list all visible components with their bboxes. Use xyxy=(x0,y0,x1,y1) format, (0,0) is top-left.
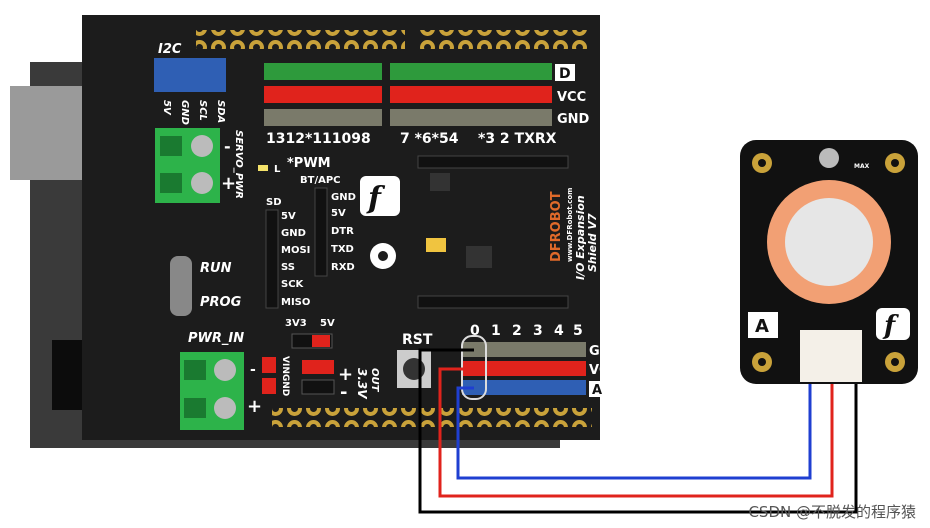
bt-apc-label: BT/APC xyxy=(300,175,341,186)
bt-pin-rxd: RXD xyxy=(331,262,355,273)
sd-pin-5v: 5V xyxy=(281,211,296,222)
analog-num-5: 5 xyxy=(573,323,583,339)
sensor-logo-box xyxy=(876,308,910,340)
sensor-max-label: MAX xyxy=(854,163,870,170)
header-row-top xyxy=(417,155,569,169)
top-gold-header-left xyxy=(196,30,405,49)
digital-header-d xyxy=(264,63,552,126)
chip xyxy=(430,173,450,191)
sensor-a-box xyxy=(748,312,778,338)
potentiometer xyxy=(819,148,839,168)
i2c-pin-sda: SDA xyxy=(215,100,226,123)
sd-label: SD xyxy=(266,197,282,208)
servo-power-terminal xyxy=(155,128,220,203)
bottom-gold-header xyxy=(272,408,592,427)
crystal xyxy=(426,238,446,252)
analog-num-2: 2 xyxy=(512,323,522,339)
analog-vcc-label: VCC xyxy=(589,363,618,378)
servo-pwr-label: SERVO_PWR xyxy=(233,130,244,199)
sensor-a-label: A xyxy=(755,316,769,337)
i2c-label: I2C xyxy=(158,42,182,57)
pwm-label: *PWM xyxy=(287,156,331,171)
digital-pin-numbers-1: 1312*111098 xyxy=(266,131,371,147)
d-label-box xyxy=(555,64,575,81)
analog-num-0: 0 xyxy=(470,323,480,339)
gas-sensor-module xyxy=(740,140,918,384)
analog-a-label: A xyxy=(592,383,602,398)
header-vcc-label: VCC xyxy=(557,90,586,105)
svg-text:-: - xyxy=(224,137,231,156)
digital-pin-numbers-3: *3 2 TXRX xyxy=(478,131,557,147)
sensor-head xyxy=(785,198,873,286)
i2c-header xyxy=(154,58,226,92)
3v3-label: 3V3 xyxy=(285,318,307,329)
svg-text:+: + xyxy=(338,364,353,385)
out-label: OUT xyxy=(369,368,380,393)
sd-pin-gnd: GND xyxy=(281,228,306,239)
svg-text:+: + xyxy=(247,396,262,417)
header-gnd-label: GND xyxy=(557,112,590,127)
sensor-logo: f xyxy=(882,311,899,341)
product-label: I/O Expansion xyxy=(574,195,587,280)
i2c-pin-5v: 5V xyxy=(161,100,172,116)
prog-label: PROG xyxy=(200,295,242,310)
led-l-label: L xyxy=(274,164,281,175)
run-label: RUN xyxy=(200,261,232,276)
rst-label: RST xyxy=(402,332,433,348)
brand-url: www.DFRobot.com xyxy=(566,188,574,262)
svg-text:-: - xyxy=(340,382,347,403)
sd-pin-sck: SCK xyxy=(281,279,305,290)
pwr-in-label: PWR_IN xyxy=(188,331,244,346)
sensor-connector xyxy=(800,330,862,382)
sd-pin-mosi: MOSI xyxy=(281,245,310,256)
pwr-in-terminal xyxy=(180,352,244,430)
analog-num-1: 1 xyxy=(491,323,501,339)
bt-pin-5v: 5V xyxy=(331,208,346,219)
bt-pin-dtr: DTR xyxy=(331,226,354,237)
svg-text:+: + xyxy=(221,173,236,194)
brand-label: DFROBOT xyxy=(549,191,564,262)
header-d-label: D xyxy=(559,66,571,82)
sd-pin-ss: SS xyxy=(281,262,295,273)
out-3v3-label: 3.3V xyxy=(355,368,369,400)
product-label-2: Shield V7 xyxy=(586,213,599,272)
analog-num-3: 3 xyxy=(533,323,543,339)
5v-label: 5V xyxy=(320,318,335,329)
regulator xyxy=(466,246,492,268)
vin-gnd-label: VINGND xyxy=(280,356,290,396)
analog-gnd-label: GND xyxy=(589,344,622,359)
digital-pin-numbers-2: 7 *6*54 xyxy=(400,131,459,147)
analog-header xyxy=(462,342,586,395)
csdn-watermark: CSDN @不脱发的程序猿 xyxy=(748,503,916,521)
wire-red xyxy=(438,354,834,498)
svg-text:-: - xyxy=(250,362,256,378)
run-prog-switch[interactable] xyxy=(170,256,192,316)
gear-icon xyxy=(370,243,396,269)
wire-black xyxy=(418,348,858,514)
wire-blue xyxy=(456,354,812,480)
top-gold-header-right xyxy=(416,30,587,49)
led-l xyxy=(258,165,268,171)
analog-num-4: 4 xyxy=(554,323,564,339)
dfrobot-logo: f xyxy=(360,176,400,216)
analog-a-box xyxy=(589,381,605,397)
header-row-bottom xyxy=(417,295,569,309)
bt-pin-txd: TXD xyxy=(331,244,354,255)
i2c-pin-gnd: GND xyxy=(179,100,190,125)
bt-pin-gnd: GND xyxy=(331,192,356,203)
sd-pin-miso: MISO xyxy=(281,297,310,308)
i2c-pin-scl: SCL xyxy=(197,100,208,121)
